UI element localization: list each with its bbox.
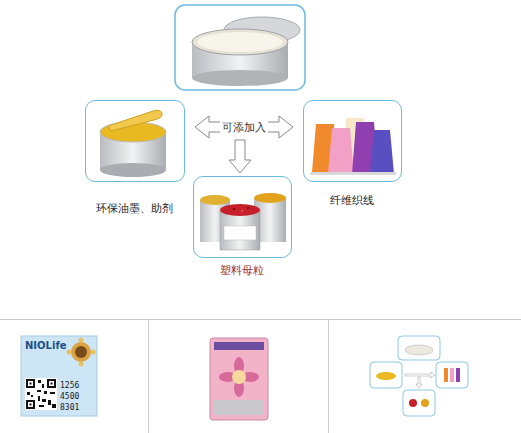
- spool-base: [310, 172, 396, 175]
- edge-label: 可添加入: [220, 121, 268, 134]
- can-sticker: [224, 226, 256, 240]
- mini-diagram: [370, 336, 468, 416]
- panel-divider: [328, 320, 329, 433]
- card-footer: [214, 400, 264, 415]
- serial-number: 8301: [60, 403, 79, 413]
- brand-name: NIOLife: [25, 340, 67, 352]
- tin-rim: [192, 29, 288, 55]
- panel-divider: [148, 320, 149, 433]
- spool-blue: [370, 130, 394, 174]
- granules-yellow-left: [200, 195, 230, 205]
- sunflower-logo: [67, 338, 96, 367]
- tin-frame: [175, 5, 305, 90]
- node-caption: 环保油墨、助剂: [96, 202, 173, 215]
- qr-code: [25, 378, 57, 410]
- double-arrow: [195, 116, 293, 138]
- tin-bottom: [192, 70, 288, 86]
- serial-number: 1256: [60, 381, 79, 391]
- card: [210, 338, 268, 420]
- granules-yellow: [254, 193, 286, 203]
- down-arrow: [229, 140, 251, 173]
- serial-number: 4500: [60, 392, 79, 402]
- image-box: 纤维织线: [303, 100, 402, 182]
- image-box: 环保油墨、助剂: [85, 100, 185, 182]
- card-header: [214, 342, 264, 350]
- image-box: 塑料母粒: [193, 176, 292, 258]
- white-powder: [197, 32, 283, 52]
- node-caption: 纤维织线: [330, 194, 374, 207]
- granules-red: [220, 204, 260, 216]
- product-label: [21, 336, 97, 416]
- node-caption: 塑料母粒: [220, 264, 264, 277]
- strip-divider: [0, 319, 521, 320]
- spatula: [108, 110, 162, 131]
- ink-can-bottom: [100, 163, 166, 177]
- card-flower: [219, 357, 259, 397]
- spool-pink: [328, 128, 354, 174]
